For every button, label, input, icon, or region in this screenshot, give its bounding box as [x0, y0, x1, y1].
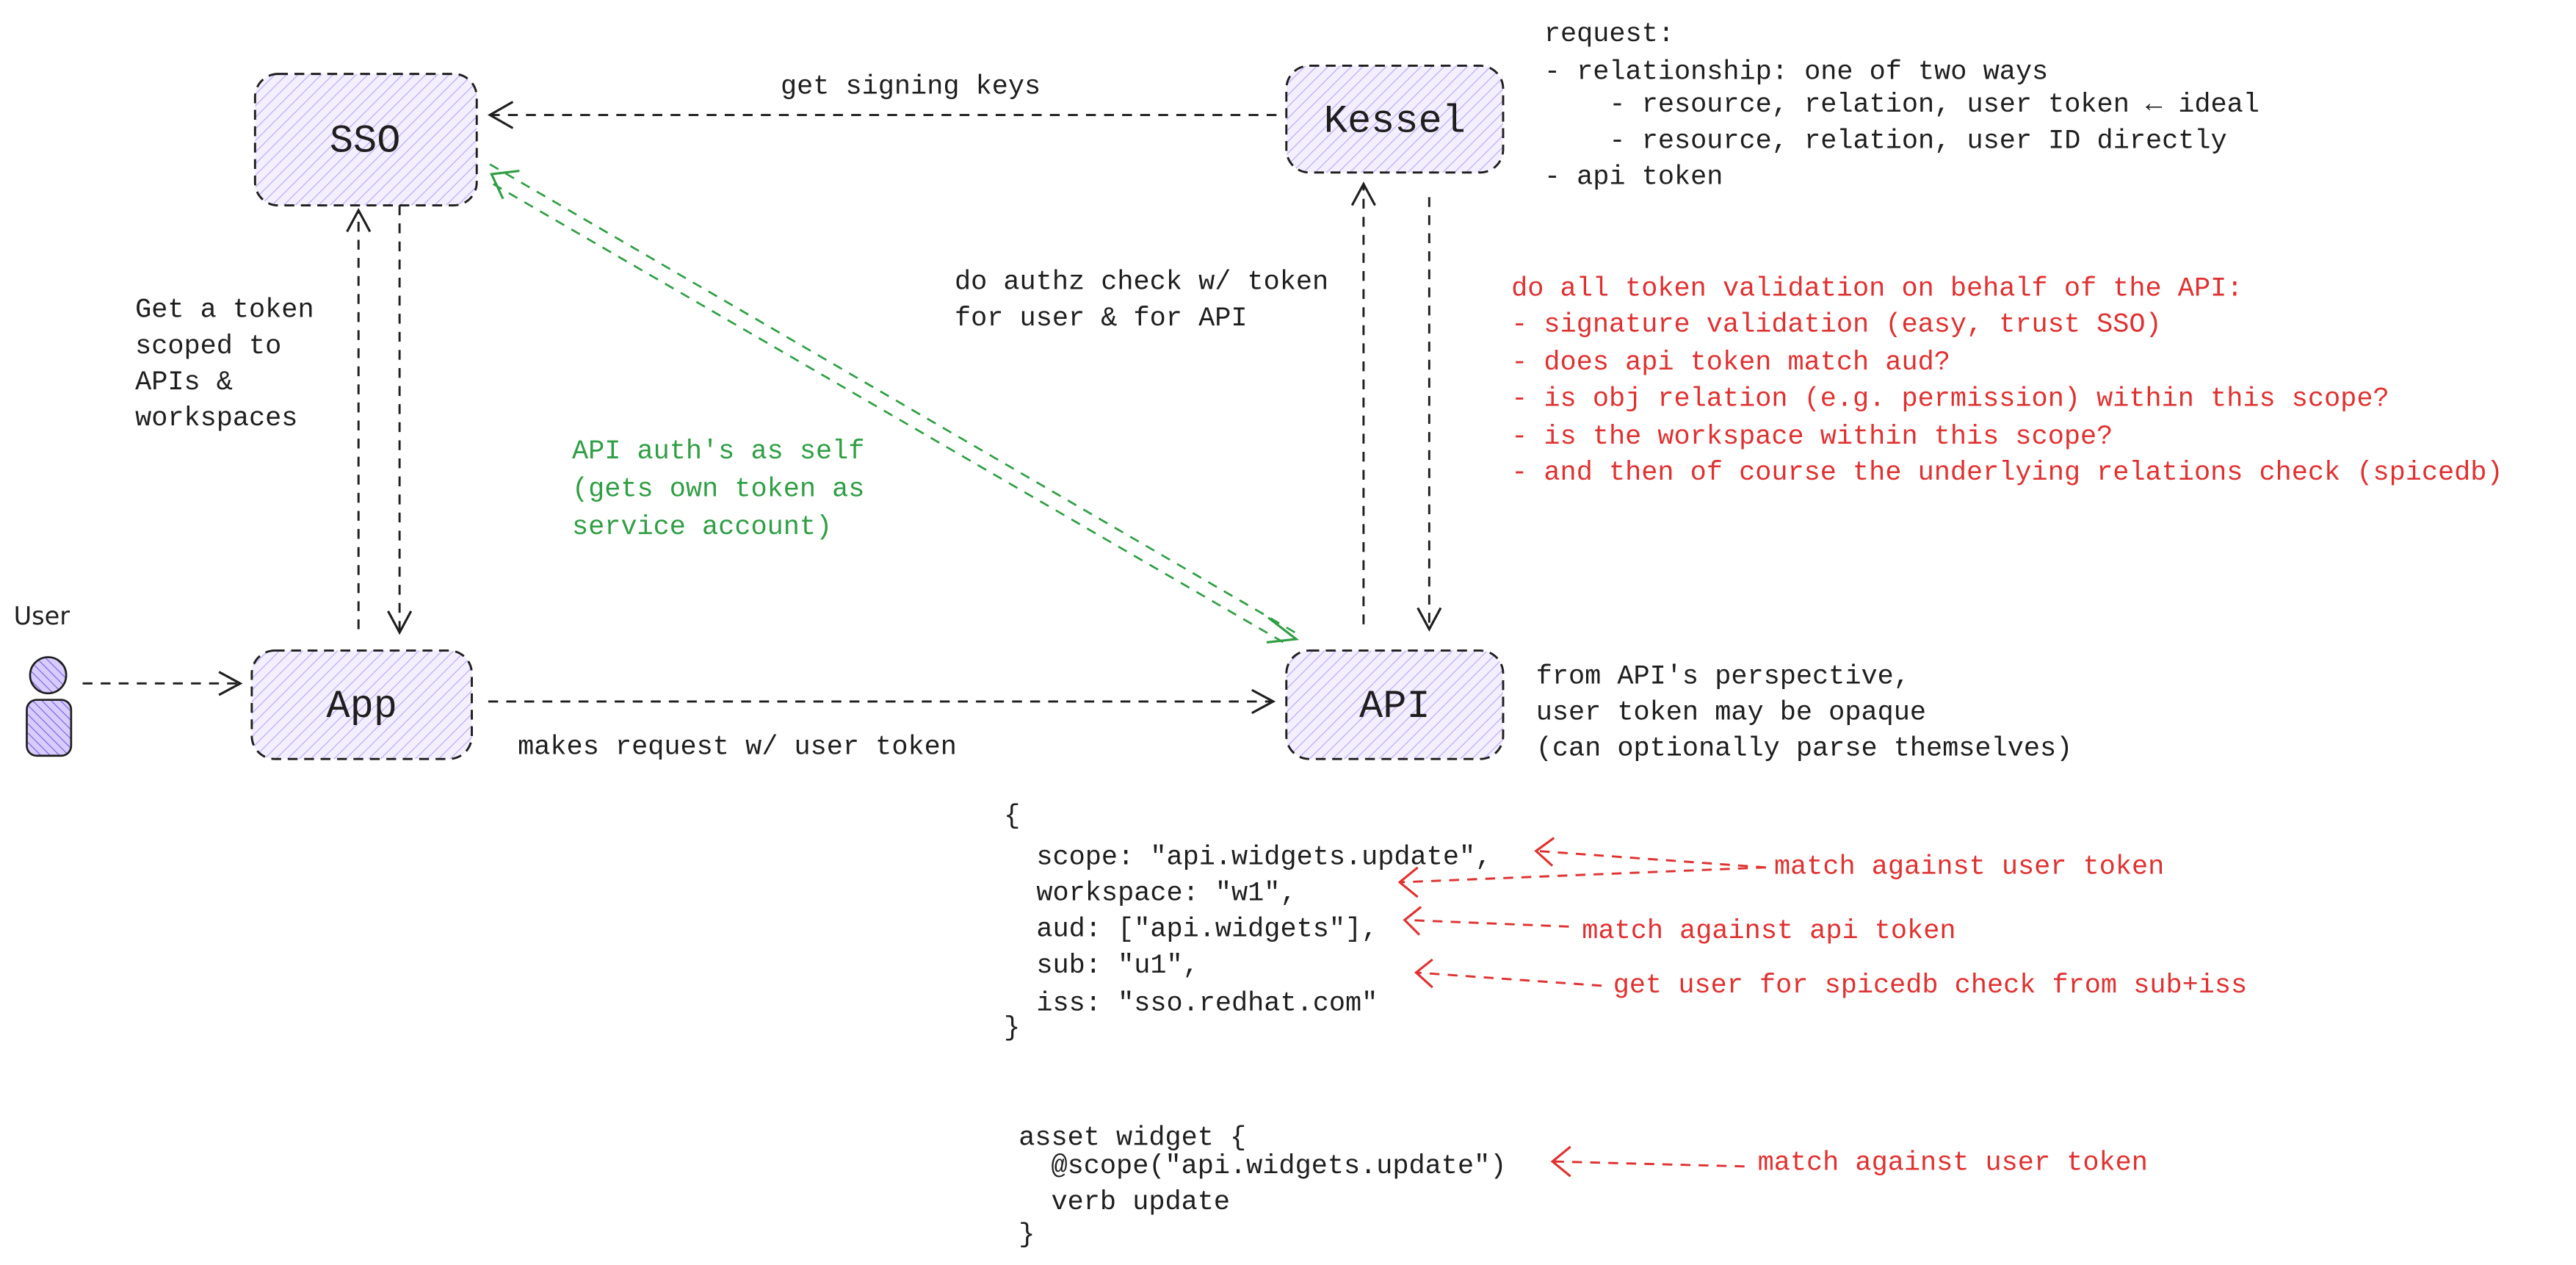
annotation-scope-workspace: match against user token: [1774, 852, 2164, 883]
edge-app-api-label: makes request w/ user token: [518, 732, 957, 763]
user-label: User: [14, 602, 70, 630]
validation-note-line: do all token validation on behalf of the…: [1511, 274, 2243, 305]
edge-api-kessel-label-2: for user & for API: [955, 303, 1247, 334]
edge-app-sso-label-1: Get a token: [135, 295, 314, 326]
node-app-label: App: [326, 685, 397, 729]
code-line: workspace: "w1",: [1004, 879, 1296, 909]
node-kessel[interactable]: Kessel: [1285, 65, 1505, 174]
annotation-sub-iss: get user for spicedb check from sub+iss: [1613, 970, 2247, 1001]
request-note-line: - relationship: one of two ways: [1544, 57, 2048, 87]
validation-note: do all token validation on behalf of the…: [1511, 274, 2503, 489]
asset-code: asset widget { @scope("api.widgets.updat…: [1019, 1123, 1506, 1251]
node-kessel-label: Kessel: [1324, 100, 1466, 145]
user-body-icon: [26, 699, 73, 757]
code-line: asset widget {: [1019, 1123, 1246, 1154]
edge-app-api: makes request w/ user token: [488, 688, 1276, 763]
node-api[interactable]: API: [1285, 649, 1505, 760]
code-line: @scope("api.widgets.update"): [1019, 1151, 1506, 1182]
user-head-icon: [29, 656, 68, 695]
validation-note-line: - is the workspace within this scope?: [1511, 422, 2113, 453]
request-note-line: - resource, relation, user ID directly: [1544, 126, 2227, 156]
token-annotations: match against user token match against a…: [1397, 837, 2247, 1001]
token-code: { scope: "api.widgets.update", workspace…: [1004, 801, 1491, 1043]
validation-note-line: - is obj relation (e.g. permission) with…: [1511, 383, 2389, 414]
api-note-line: (can optionally parse themselves): [1536, 734, 2073, 765]
api-note-line: from API's perspective,: [1536, 661, 1910, 692]
edge-app-sso-label-4: workspaces: [135, 403, 297, 434]
api-note: from API's perspective, user token may b…: [1536, 661, 2073, 764]
edge-kessel-sso: get signing keys: [487, 71, 1277, 129]
edge-api-sso-label-2: (gets own token as: [572, 474, 864, 505]
code-line: verb update: [1019, 1187, 1230, 1218]
code-line: aud: ["api.widgets"],: [1004, 915, 1378, 945]
edge-app-sso-label-3: APIs &: [135, 367, 233, 398]
request-note-line: - resource, relation, user token ← ideal: [1544, 90, 2260, 120]
edge-api-sso: API auth's as self (gets own token as se…: [489, 163, 1300, 645]
code-line: sub: "u1",: [1004, 951, 1199, 981]
node-sso-label: SSO: [330, 119, 401, 164]
annotation-aud: match against api token: [1582, 916, 1955, 947]
node-api-label: API: [1359, 685, 1430, 729]
edge-api-sso-label-3: service account): [572, 512, 832, 543]
code-line: {: [1004, 801, 1020, 832]
annotation-asset-scope: match against user token: [1758, 1147, 2148, 1178]
code-line: iss: "sso.redhat.com": [1004, 988, 1378, 1019]
edge-user-app: [82, 671, 243, 696]
edge-api-sso-label-1: API auth's as self: [572, 436, 864, 467]
edge-app-sso-label-2: scoped to: [135, 331, 281, 362]
code-line: }: [1004, 1013, 1020, 1044]
code-line: }: [1019, 1220, 1035, 1251]
node-app[interactable]: App: [250, 649, 473, 760]
edge-app-sso: Get a token scoped to APIs & workspaces: [135, 205, 413, 635]
api-note-line: user token may be opaque: [1536, 698, 1926, 729]
edge-kessel-sso-label: get signing keys: [781, 71, 1041, 102]
validation-note-line: - does api token match aud?: [1511, 347, 1950, 378]
validation-note-line: - and then of course the underlying rela…: [1511, 458, 2503, 489]
request-note: request: - relationship: one of two ways…: [1544, 19, 2260, 193]
node-sso[interactable]: SSO: [253, 73, 478, 206]
edge-api-kessel-label-1: do authz check w/ token: [955, 267, 1328, 298]
asset-annotation: match against user token: [1550, 1145, 2148, 1178]
request-note-line: - api token: [1544, 162, 1723, 192]
edge-api-kessel: do authz check w/ token for user & for A…: [955, 181, 1442, 632]
request-note-line: request:: [1544, 19, 1674, 50]
validation-note-line: - signature validation (easy, trust SSO): [1511, 310, 2162, 341]
user-actor: User: [14, 602, 73, 757]
code-line: scope: "api.widgets.update",: [1004, 842, 1491, 873]
